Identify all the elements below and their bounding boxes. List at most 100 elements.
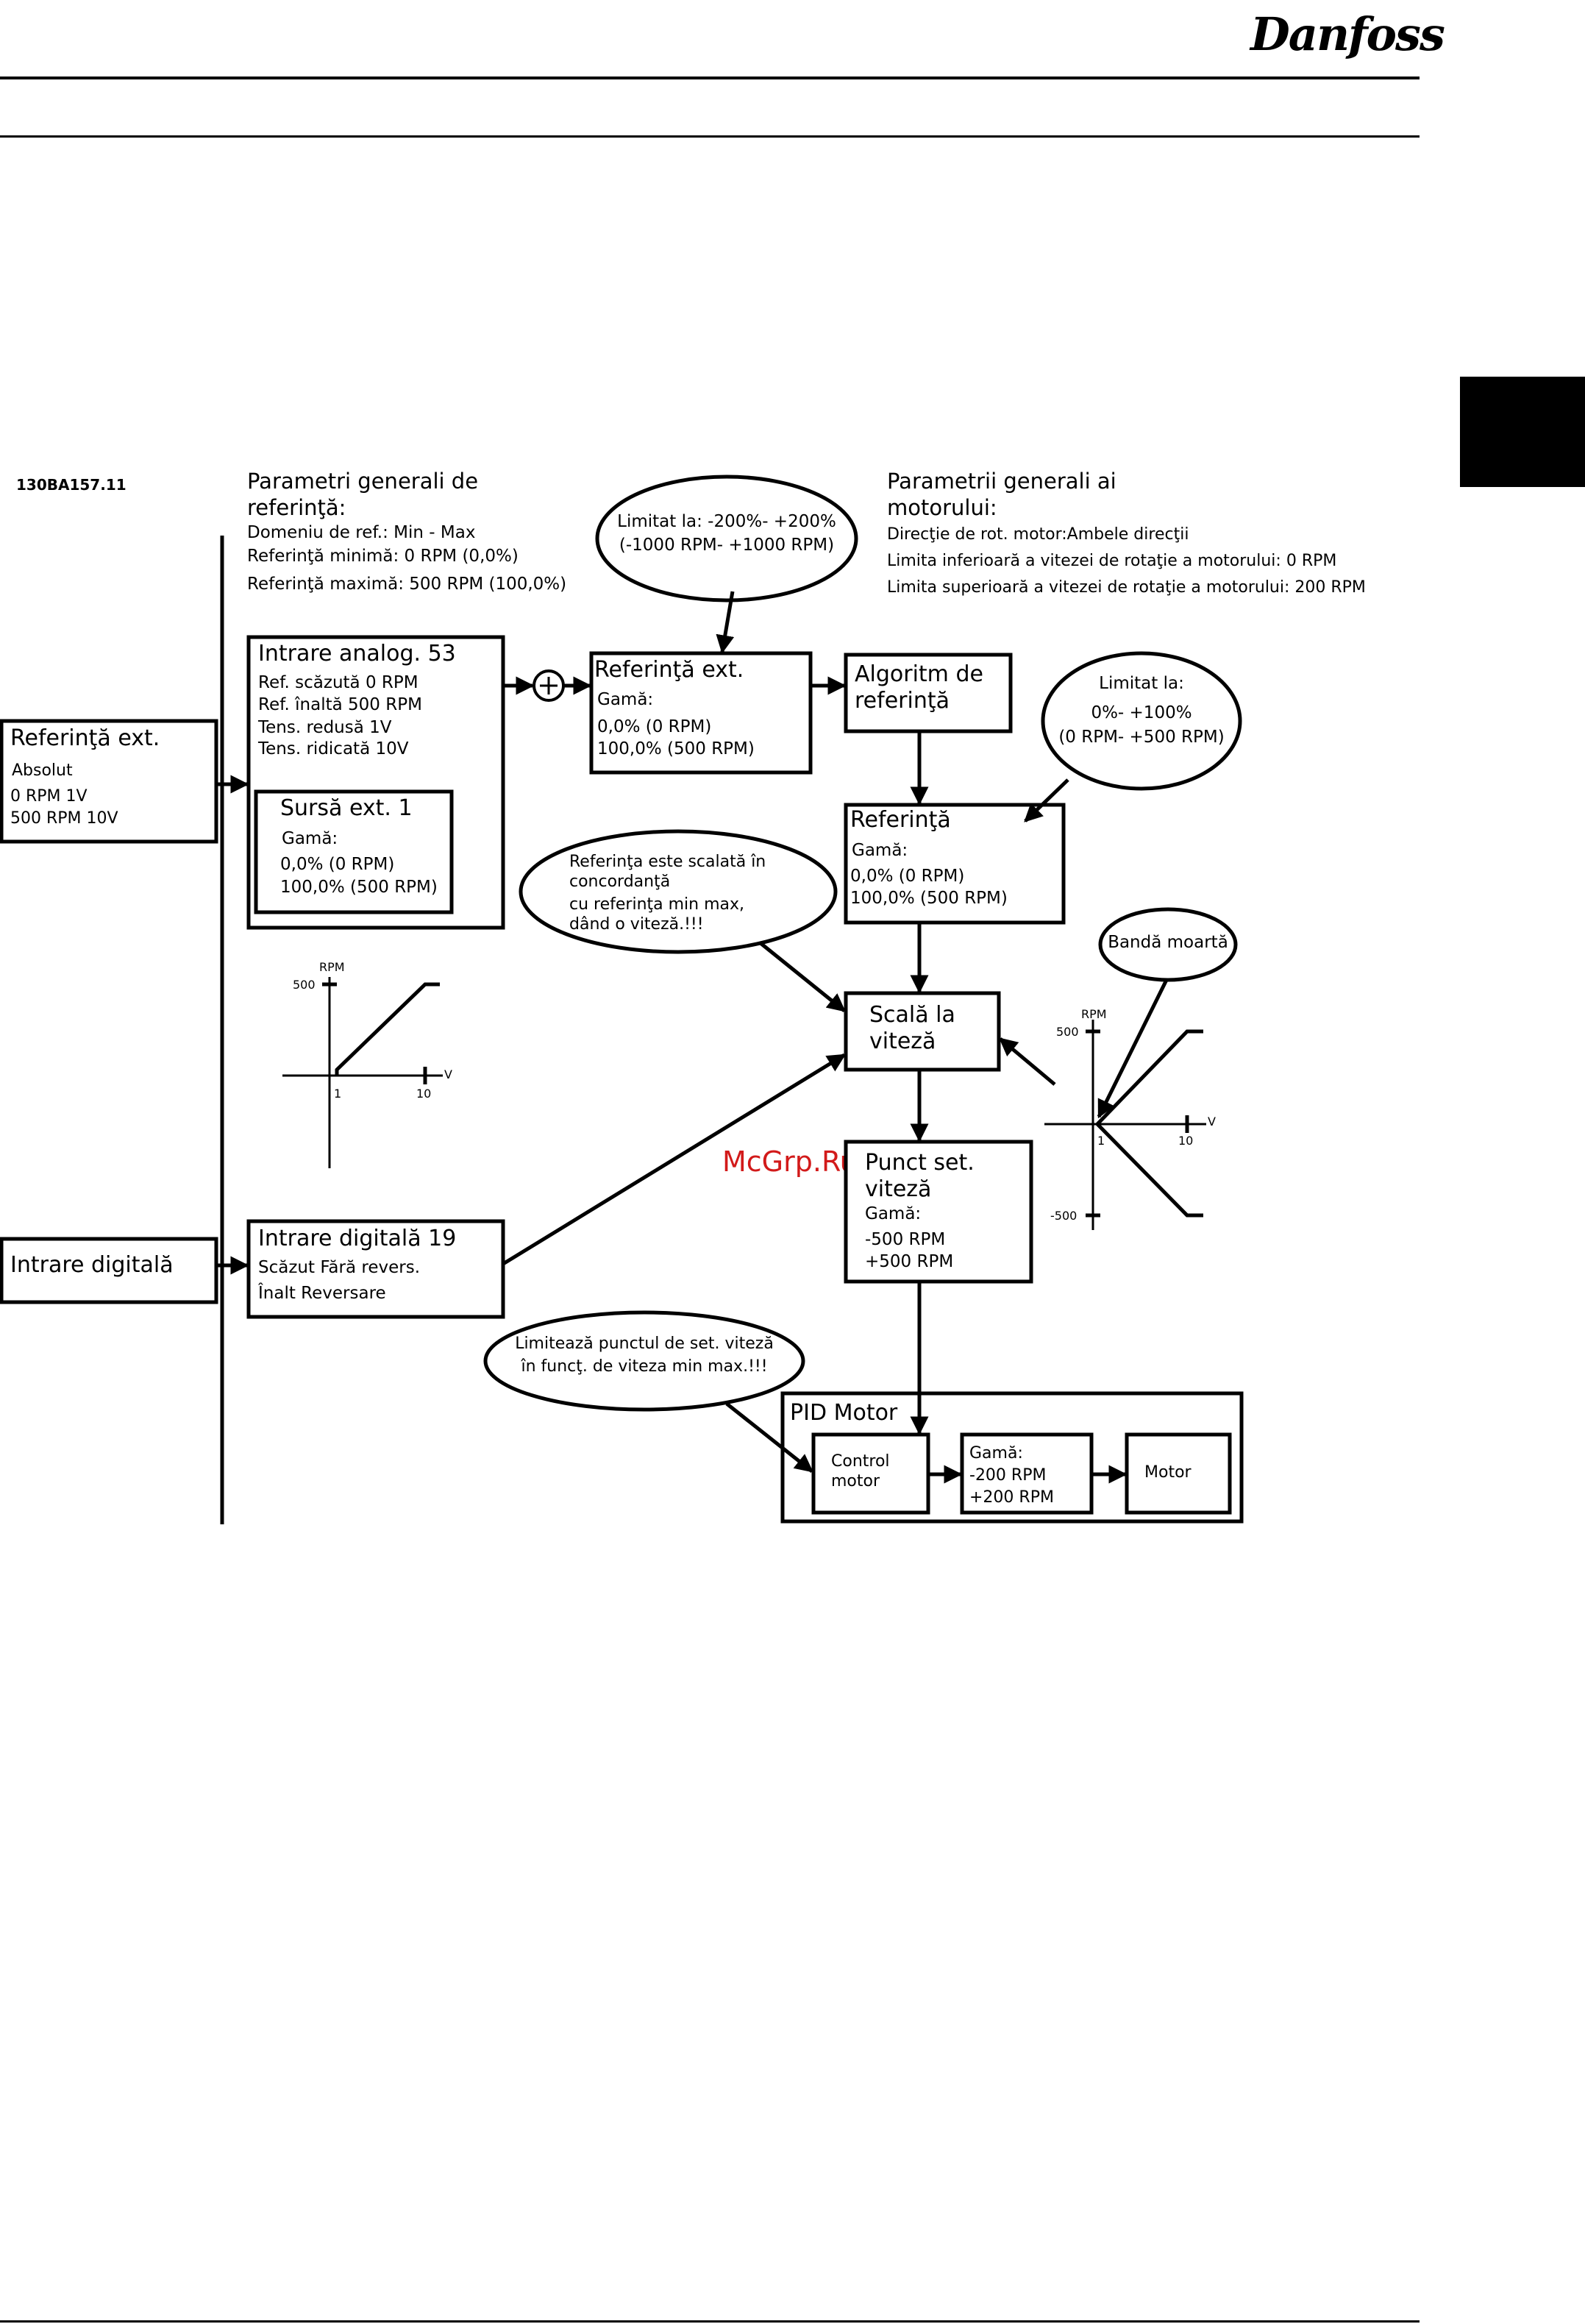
arrow-digital19-to-scale [502,1053,847,1266]
ext-ref-title: Referinţă ext. [10,725,160,751]
digital-19-high: Înalt Reversare [257,1282,386,1303]
ref-params-line-1: Domeniu de ref.: Min - Max [247,523,475,542]
header-rule-bottom [0,135,1420,138]
scaled-line-3: cu referinţa min max, [569,895,744,914]
analog-scaling-graph: RPM 500 V 1 10 [282,960,452,1168]
reference-title: Referinţă [850,807,951,833]
left-graph-y-tick-label: 500 [293,978,316,992]
deadband-bubble: Bandă moartă [1098,907,1238,982]
scale-to-speed-box: Scală la viteză [844,991,1001,1072]
motor-label: Motor [1144,1463,1192,1482]
ext-source-title: Sursă ext. 1 [280,795,413,821]
left-graph-x-tick-1: 1 [334,1087,341,1101]
ext-source-range-min: 0,0% (0 RPM) [280,855,394,874]
ref-params-title-2: referinţă: [247,495,346,520]
section-tab-marker [1460,377,1585,487]
limit-ext-bubble: Limitat la: -200%- +200% (-1000 RPM- +10… [595,475,858,603]
scale-title-2: viteză [869,1028,936,1054]
limit-ref-line-1: Limitat la: [1099,674,1184,693]
ref-params-title-1: Parametri generali de [247,469,478,494]
connectors [216,591,1169,1484]
digital-input-box: Intrare digitală [0,1237,218,1304]
ext-source-range-max: 100,0% (500 RPM) [280,878,438,897]
arrow-limit-ext-pointer [716,591,735,654]
scaled-line-2: concordanţă [569,873,670,891]
limit-ref-line-2: 0%- +100% [1091,703,1192,722]
arrow-scaled-pointer [759,942,846,1012]
motor-control-box [811,1432,930,1515]
speed-scaling-graph: RPM 500 -500 V 1 10 [1044,1007,1216,1230]
ref-ext-range-label: Gamă: [597,690,653,709]
pid-range-max: +200 RPM [969,1488,1054,1507]
analog-input-title: Intrare analog. 53 [258,641,456,667]
reference-range-label: Gamă: [852,841,908,860]
reference-parameters: Parametri generali de referinţă: Domeniu… [247,469,566,594]
setpoint-title-2: viteză [865,1176,931,1202]
right-graph-y-tick-pos-label: 500 [1056,1025,1079,1039]
setpoint-range-label: Gamă: [865,1204,921,1223]
reference-range-max: 100,0% (500 RPM) [850,889,1008,908]
right-graph-y-label: RPM [1081,1007,1107,1021]
external-source-1-box: Sursă ext. 1 Gamă: 0,0% (0 RPM) 100,0% (… [254,789,454,914]
pid-range-min: -200 RPM [969,1466,1046,1485]
ref-ext-title: Referinţă ext. [594,657,744,683]
analog-ref-low: Ref. scăzută 0 RPM [258,673,418,692]
setpoint-range-max: +500 RPM [865,1252,953,1271]
footer-rule [0,2320,1420,2323]
analog-volt-low: Tens. redusă 1V [257,718,392,737]
limit-ext-line-2: (-1000 RPM- +1000 RPM) [619,536,834,555]
scaled-line-4: dând o viteză.!!! [569,915,704,934]
danfoss-logo: Danfoss [1250,7,1445,61]
scaled-reference-bubble: Referinţa este scalată în concordanţă cu… [519,829,838,954]
watermark: McGrp.Ru [722,1145,858,1178]
right-graph-x-tick-1: 1 [1097,1134,1105,1148]
figure-id: 130BA157.11 [16,476,127,494]
arrow-deadband-pointer [1097,978,1169,1119]
setpoint-range-min: -500 RPM [865,1230,945,1249]
ref-algo-title-2: referinţă [855,688,950,714]
motor-params-line-2: Limita inferioară a vitezei de rotaţie a… [887,552,1336,570]
limit-ref-bubble: Limitat la: 0%- +100% (0 RPM- +500 RPM) [1041,651,1242,791]
summing-junction [533,669,565,702]
arrow-setpoint-limit-pointer [725,1402,813,1473]
motor-params-line-1: Direcţie de rot. motor:Ambele direcţii [887,525,1189,544]
left-graph-x-tick-2: 10 [416,1087,431,1101]
motor-parameters: Parametrii generali ai motorului: Direcţ… [887,469,1366,597]
right-graph-y-tick-neg-label: -500 [1050,1209,1077,1223]
scaled-line-1: Referinţa este scalată în [569,853,766,871]
motor-control-label-2: motor [831,1472,880,1490]
setpoint-title-1: Punct set. [865,1150,975,1176]
limit-ref-line-3: (0 RPM- +500 RPM) [1058,728,1224,747]
limit-ext-line-1: Limitat la: -200%- +200% [617,512,836,531]
reference-range-min: 0,0% (0 RPM) [850,867,964,886]
arrow-limit-ref-pointer [1024,778,1069,822]
motor-control-label-1: Control [831,1452,890,1471]
speed-setpoint-box: Punct set. viteză Gamă: -500 RPM +500 RP… [844,1140,1033,1284]
motor-box [1125,1432,1232,1515]
right-graph-positive-curve [1096,1029,1203,1126]
pid-range-label: Gamă: [969,1444,1023,1463]
reference-algorithm-box: Algoritm de referinţă [844,653,1013,733]
reference-external-box: Referinţă ext. Gamă: 0,0% (0 RPM) 100,0%… [589,651,813,775]
scale-title-1: Scală la [869,1002,955,1028]
arrow-graph-to-scale [999,1037,1056,1086]
external-reference-input-box: Referinţă ext. Absolut 0 RPM 1V 500 RPM … [0,719,218,844]
ext-ref-mode: Absolut [12,761,73,780]
motor-params-title-2: motorului: [887,495,997,520]
ref-algo-title-1: Algoritm de [855,661,983,687]
digital-input-19-box: Intrare digitală 19 Scăzut Fără revers. … [246,1219,505,1319]
motor-params-title-1: Parametrii generali ai [887,469,1116,494]
ext-ref-high: 500 RPM 10V [10,809,118,828]
deadband-label: Bandă moartă [1108,933,1228,952]
header-rule-top [0,77,1420,79]
pid-title: PID Motor [790,1400,898,1426]
left-graph-y-label: RPM [319,960,345,974]
right-graph-x-label: V [1208,1115,1216,1129]
analog-ref-high: Ref. înaltă 500 RPM [258,695,422,714]
ref-params-line-2: Referinţă minimă: 0 RPM (0,0%) [247,547,519,566]
left-graph-x-label: V [444,1067,452,1081]
speed-range-box [960,1432,1094,1515]
reference-box: Referinţă Gamă: 0,0% (0 RPM) 100,0% (500… [844,803,1066,925]
ext-ref-low: 0 RPM 1V [10,787,88,806]
